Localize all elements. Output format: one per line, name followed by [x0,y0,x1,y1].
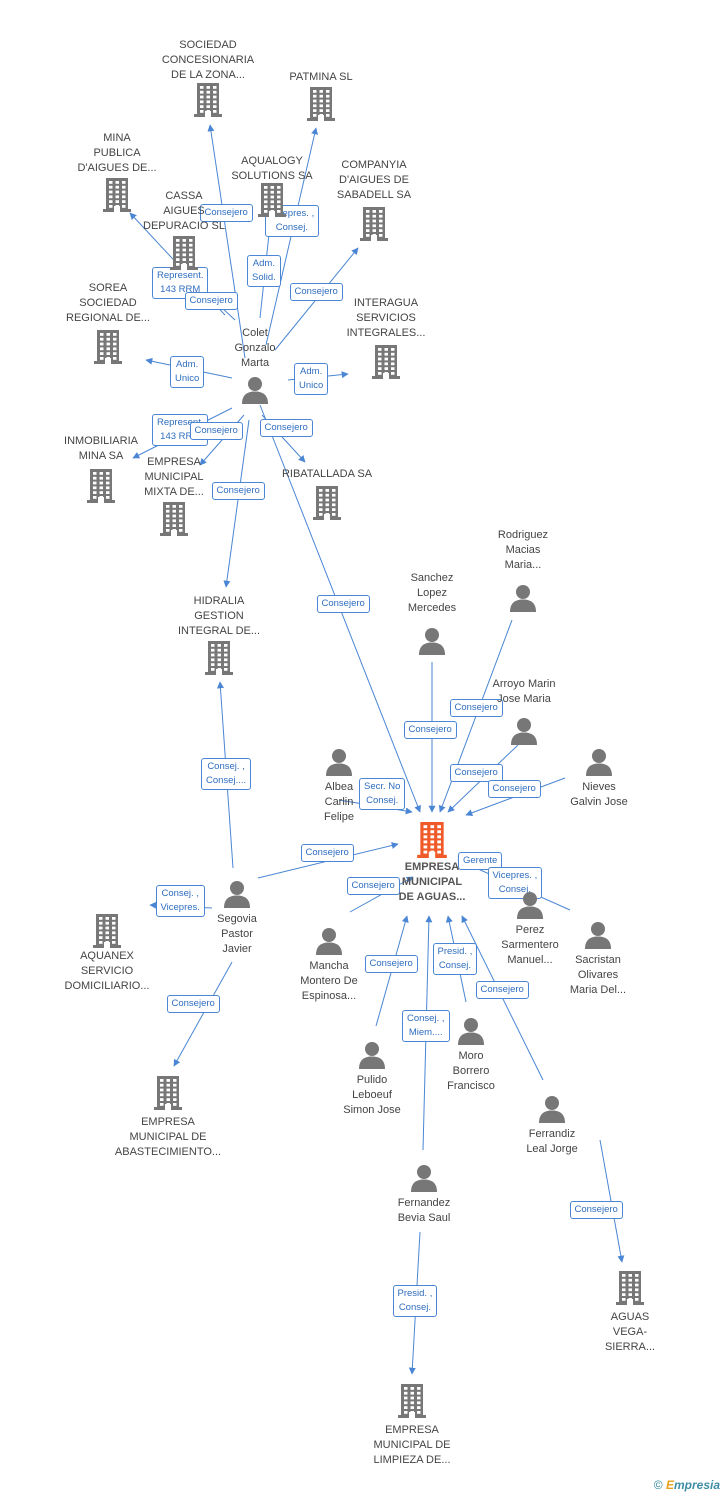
person-icon[interactable] [418,627,446,660]
node-label[interactable]: PATMINA SL [289,71,353,83]
edge-label-colet-emixta[interactable]: Consejero [189,422,243,440]
node-label[interactable]: AGUAS VEGA- SIERRA... [604,1311,656,1353]
node-label[interactable]: SOREA SOCIEDAD REGIONAL DE... [66,282,150,324]
edge-label-segovia-eabast[interactable]: Consejero [166,995,220,1013]
building-icon[interactable] [307,87,335,126]
edge-label-colet-main[interactable]: Consejero [316,595,370,613]
node-label[interactable]: AQUANEX SERVICIO DOMICILIARIO... [64,950,150,992]
building-icon[interactable] [87,469,115,508]
node-label[interactable]: Segovia Pastor Javier [217,913,257,955]
node-label[interactable]: INMOBILIARIA MINA SA [64,435,138,462]
edge-label-arroyo-main[interactable]: Consejero [449,764,503,782]
node-label[interactable]: HIDRALIA GESTION INTEGRAL DE... [177,595,261,637]
node-label[interactable]: AQUALOGY SOLUTIONS SA [231,155,313,182]
edge-label-fernandez-elimpieza[interactable]: Presid. , Consej. [392,1285,438,1317]
node-label[interactable]: Pulido Leboeuf Simon Jose [343,1074,401,1116]
edge-label-fernandez-main[interactable]: Consejero [569,1201,623,1219]
node-label[interactable]: Albea Carlin Felipe [324,781,354,823]
node-label[interactable]: CASSA AIGUES DEPURACIO SL [143,190,225,232]
node-label[interactable]: EMPRESA MUNICIPAL MIXTA DE... [144,456,204,498]
person-icon[interactable] [223,880,251,913]
person-icon[interactable] [585,748,613,781]
empresia-logo[interactable]: Empresia [665,1478,720,1492]
building-icon[interactable] [160,502,188,541]
node-label[interactable]: Ferrandiz Leal Jorge [526,1128,578,1155]
edge-label-colet-sociedad[interactable]: Consejero [199,204,253,222]
edge-label-sacristan-main[interactable]: Vicepres. , Consej. [487,867,543,899]
building-icon[interactable] [94,330,122,369]
building-icon[interactable] [194,83,222,122]
person-icon[interactable] [457,1017,485,1050]
person-icon[interactable] [584,921,612,954]
edge-label-colet-aqualogy[interactable]: Adm. Solid. [247,255,281,287]
node-label[interactable]: Nieves Galvin Jose [570,781,628,808]
edge-label-colet-interagua[interactable]: Adm. Unico [294,363,329,395]
edge-label-rodriguez-main[interactable]: Consejero [449,699,503,717]
node-label[interactable]: Sacristan Olivares Maria Del... [569,954,627,996]
person-icon[interactable] [516,891,544,924]
edge-label-colet-companyia[interactable]: Consejero [289,283,343,301]
person-icon[interactable] [241,376,269,409]
building-icon[interactable] [170,236,198,275]
node-label[interactable]: Perez Sarmentero Manuel... [501,924,559,966]
building-icon[interactable] [258,183,286,222]
edge-label-albea-main[interactable]: Secr. No Consej. [359,778,406,810]
edge-label-segovia-main[interactable]: Consejero [300,844,354,862]
node-label[interactable]: EMPRESA MUNICIPAL DE AGUAS... [398,861,466,903]
edge-label-colet-hidralia[interactable]: Consejero [211,482,265,500]
node-label[interactable]: Mancha Montero De Espinosa... [300,960,358,1002]
node-label[interactable]: Colet Gonzalo Marta [234,327,276,369]
building-icon[interactable] [205,641,233,680]
building-icon[interactable] [154,1076,182,1115]
edge-label-pulido-main[interactable]: Consejero [364,955,418,973]
person-icon[interactable] [325,748,353,781]
edge-label-colet-cassa[interactable]: Consejero [184,292,238,310]
edge-label-ferrandiz-aguasvega[interactable]: Consej. , Miem.... [402,1010,450,1042]
edge-label-nieves-main[interactable]: Consejero [487,780,541,798]
node-label[interactable]: MINA PUBLICA D'AIGUES DE... [77,132,157,174]
edge-label-sanchez-main[interactable]: Consejero [403,721,457,739]
edge-label-colet-inmob[interactable]: Represent. 143 RRM [152,414,209,446]
node-label[interactable]: INTERAGUA SERVICIOS INTEGRALES... [346,297,426,339]
person-icon[interactable] [510,717,538,750]
node-label[interactable]: Moro Borrero Francisco [447,1050,495,1092]
edge-label-segovia-aquanex[interactable]: Consej. , Vicepres. [155,885,205,917]
edge-label-colet-ribatallada[interactable]: Consejero [259,419,313,437]
edge-label-segovia-hidralia[interactable]: Consej. , Consej.... [201,758,252,790]
edge-colet-hidralia [223,419,250,588]
edge-label-perez-main[interactable]: Gerente [458,852,503,870]
node-label[interactable]: Arroyo Marin Jose Maria [492,678,556,705]
edge-segovia-eabast [173,961,233,1067]
edge-label-colet-sorea[interactable]: Adm. Unico [170,356,205,388]
building-icon[interactable] [398,1384,426,1423]
node-label[interactable]: EMPRESA MUNICIPAL DE ABASTECIMIENTO... [114,1116,222,1158]
edge-label-colet-mina[interactable]: Represent. 143 RRM [152,267,209,299]
copyright-symbol: © [653,1478,663,1492]
edge-label-mancha-main[interactable]: Consejero [346,877,400,895]
node-label[interactable]: RIBATALLADA SA [281,468,373,480]
building-icon[interactable] [93,914,121,953]
building-icon[interactable] [616,1271,644,1310]
node-label[interactable]: Fernandez Bevia Saul [397,1197,451,1224]
person-icon[interactable] [410,1164,438,1197]
building-icon[interactable] [417,822,447,863]
node-label[interactable]: SOCIEDAD CONCESIONARIA DE LA ZONA... [161,39,255,81]
person-icon[interactable] [358,1041,386,1074]
person-icon[interactable] [538,1095,566,1128]
person-icon[interactable] [509,584,537,617]
edge-label-ferrandiz-main[interactable]: Consejero [475,981,529,999]
node-label[interactable]: Sanchez Lopez Mercedes [407,572,457,614]
node-label[interactable]: Rodriguez Macias Maria... [497,529,549,571]
edge-label-moro-main[interactable]: Presid. , Consej. [432,943,478,975]
person-icon[interactable] [315,927,343,960]
building-icon[interactable] [372,345,400,384]
footer-credit: © Empresia [654,1478,720,1492]
building-icon[interactable] [313,486,341,525]
node-label[interactable]: EMPRESA MUNICIPAL DE LIMPIEZA DE... [373,1424,451,1466]
edge-colet-sociedad [207,124,246,359]
building-icon[interactable] [360,207,388,246]
node-label[interactable]: COMPANYIA D'AIGUES DE SABADELL SA [336,159,412,201]
building-icon[interactable] [103,178,131,217]
